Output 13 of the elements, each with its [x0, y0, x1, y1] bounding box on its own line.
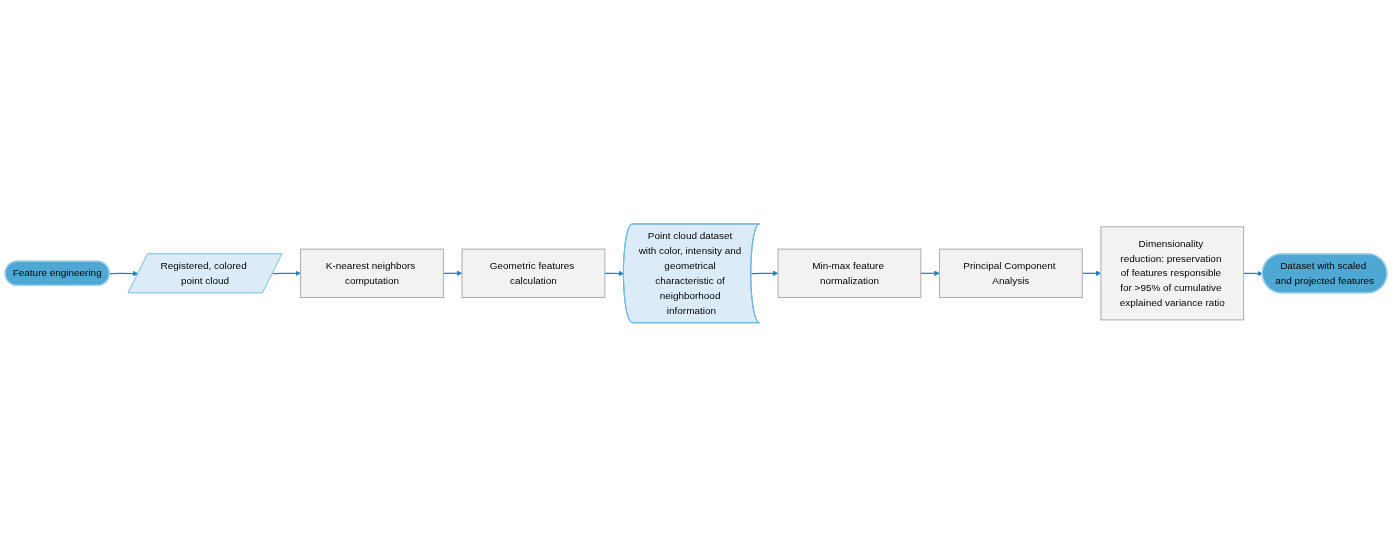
node-box: Geometric features calculation: [461, 248, 606, 298]
node-box: K-nearest neighbors computation: [300, 248, 444, 298]
arrow: [1081, 270, 1102, 276]
arrow: [271, 270, 301, 276]
arrow: [750, 270, 779, 276]
arrow: [604, 270, 624, 276]
arrow: [109, 270, 139, 276]
node-box: Min-max feature normalization: [777, 248, 922, 298]
arrow: [1243, 270, 1263, 276]
node-box: Dimensionality reduction: preservation of features responsible for >95% of cumulative explained variance ratio: [1100, 225, 1245, 321]
node-box: Principal Component Analysis: [939, 248, 1083, 298]
arrow: [442, 270, 463, 276]
arrow: [920, 270, 940, 276]
